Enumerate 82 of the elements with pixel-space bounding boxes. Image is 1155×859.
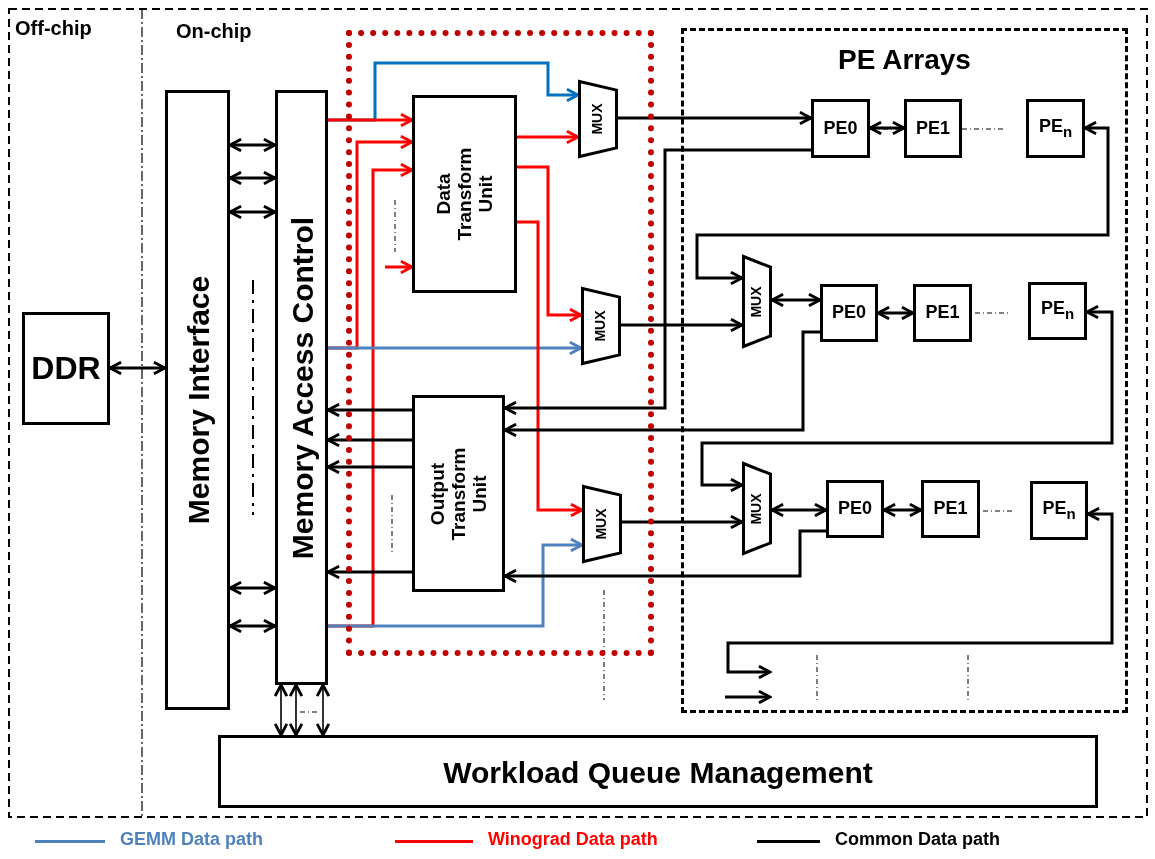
arrow (326, 564, 412, 580)
block-label: Memory Access Control (285, 215, 318, 561)
block-label: PE0 (823, 118, 858, 139)
block-label: PE$_{n}$ (1038, 116, 1073, 141)
arrow (326, 432, 412, 448)
block-box (412, 395, 505, 592)
block-label: PE1 (916, 118, 950, 139)
arrow (273, 683, 289, 737)
block-label: DDR (31, 350, 101, 387)
block-label: Memory Interface (181, 274, 214, 527)
block-label: Data Transform Unit (433, 146, 496, 243)
block-box (811, 99, 870, 158)
arrow (503, 330, 820, 438)
block-box (412, 95, 517, 293)
block-label: PE$_{n}$ (1040, 299, 1075, 323)
arrow (503, 529, 826, 584)
mux-label: MUX (749, 492, 765, 525)
arrow (108, 360, 167, 376)
arrow (770, 292, 822, 308)
block-box (913, 284, 972, 342)
region-label: Off-chip (15, 17, 92, 39)
multiplexer-symbol (581, 287, 621, 365)
arrow (868, 120, 906, 136)
arrow (326, 459, 412, 475)
arrow (228, 170, 277, 186)
block-label: Output Transform Unit (427, 446, 490, 543)
arrow (228, 580, 277, 596)
block-box (165, 90, 230, 710)
legend-label: GEMM Data path (120, 830, 263, 850)
mux-label: MUX (590, 103, 606, 135)
multiplexer-symbol (578, 80, 618, 158)
arrow (315, 683, 331, 737)
arrow (288, 683, 304, 737)
multiplexer-symbol (742, 255, 772, 348)
section-title: PE Arrays (838, 45, 971, 76)
arrow (228, 137, 277, 153)
block-box (1026, 99, 1085, 158)
block-box (22, 312, 110, 425)
block-label: PE0 (838, 499, 872, 519)
mux-label: MUX (593, 310, 609, 342)
legend-label: Winograd Data path (488, 830, 658, 850)
arrow (700, 304, 1114, 493)
arrow (328, 112, 414, 128)
arrow (326, 402, 412, 418)
legend-label: Common Data path (835, 830, 1000, 850)
arrow (503, 148, 811, 416)
block-box (1028, 282, 1087, 340)
block-box (1030, 481, 1088, 540)
arrow (726, 506, 1114, 680)
block-label: PE$_{n}$ (1042, 498, 1076, 523)
block-box (820, 284, 878, 342)
arrow (618, 110, 813, 126)
block-box (218, 735, 1098, 808)
arrow (328, 340, 583, 356)
block-label: Workload Queue Management (443, 755, 873, 788)
arrow (517, 220, 584, 518)
arrow (385, 259, 414, 275)
region-label: On-chip (176, 20, 252, 42)
arrow (228, 204, 277, 220)
dotted-region (346, 30, 654, 656)
block-box (904, 99, 962, 158)
arrow (328, 537, 584, 628)
arrow (228, 618, 277, 634)
dashed-container (681, 28, 1128, 713)
block-box (921, 480, 980, 538)
arrow (695, 120, 1110, 286)
multiplexer-symbol (582, 485, 622, 563)
block-box (826, 480, 884, 538)
arrow (517, 165, 583, 323)
mux-label: MUX (594, 508, 610, 540)
mux-label: MUX (749, 285, 765, 318)
arrow (621, 317, 744, 333)
multiplexer-symbol (742, 462, 772, 555)
block-label: PE1 (925, 303, 960, 323)
arrow (882, 502, 923, 518)
arrow (622, 514, 744, 530)
arrow (876, 305, 915, 321)
arrow (517, 129, 580, 145)
arrow (770, 502, 828, 518)
block-label: PE0 (832, 303, 866, 323)
block-box (275, 90, 328, 685)
block-label: PE1 (933, 499, 968, 519)
